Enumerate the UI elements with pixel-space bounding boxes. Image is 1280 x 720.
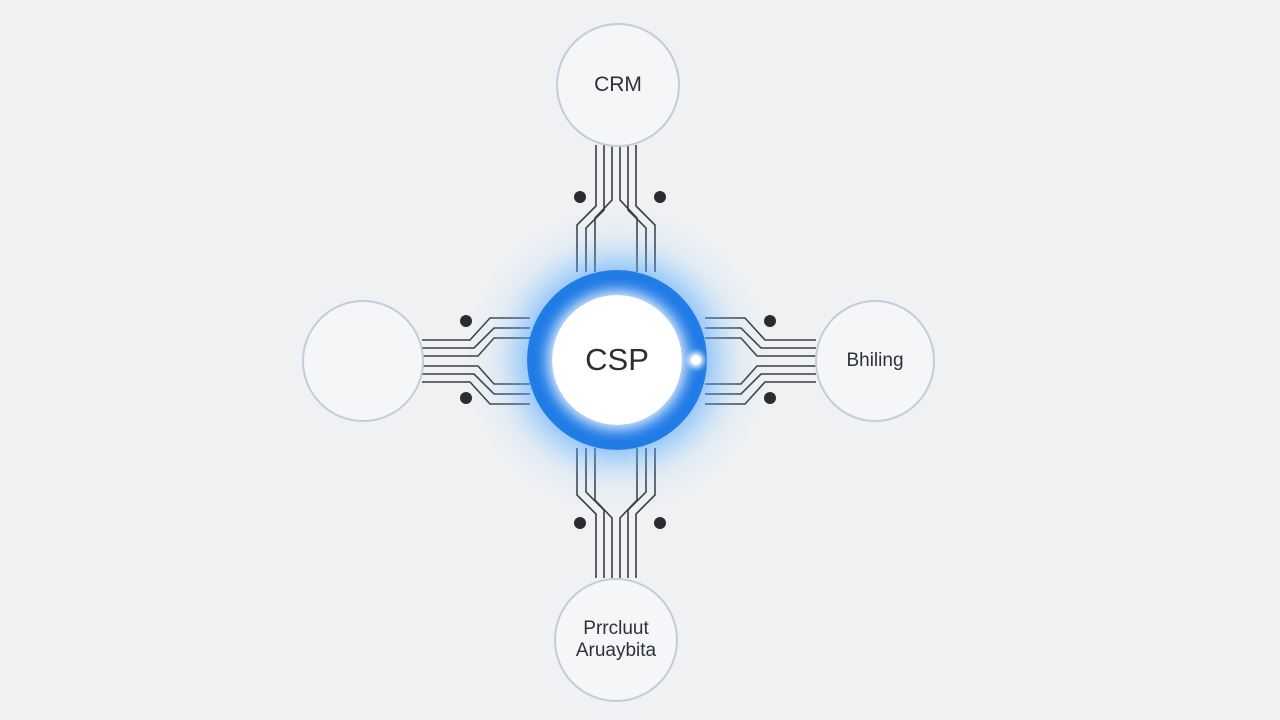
connector-dot (654, 517, 666, 529)
node-crm-label: CRM (594, 72, 642, 96)
node-product-analytics[interactable]: Prrcluut Aruaybita (554, 578, 678, 702)
connector-dot (574, 191, 586, 203)
node-billing[interactable]: Bhiling (815, 300, 935, 422)
connector-dot (460, 392, 472, 404)
hub-spark (691, 355, 701, 365)
connector-dot (574, 517, 586, 529)
node-product-analytics-label: Prrcluut Aruaybita (575, 618, 657, 661)
node-crm[interactable]: CRM (556, 23, 680, 147)
hub-node[interactable]: CSP (552, 295, 682, 425)
node-billing-label: Bhiling (846, 350, 904, 372)
hub-label: CSP (585, 342, 649, 377)
connector-dot (764, 392, 776, 404)
connector-dot (764, 315, 776, 327)
node-left-empty[interactable] (302, 300, 424, 422)
connector-dot (460, 315, 472, 327)
connector-dot (654, 191, 666, 203)
